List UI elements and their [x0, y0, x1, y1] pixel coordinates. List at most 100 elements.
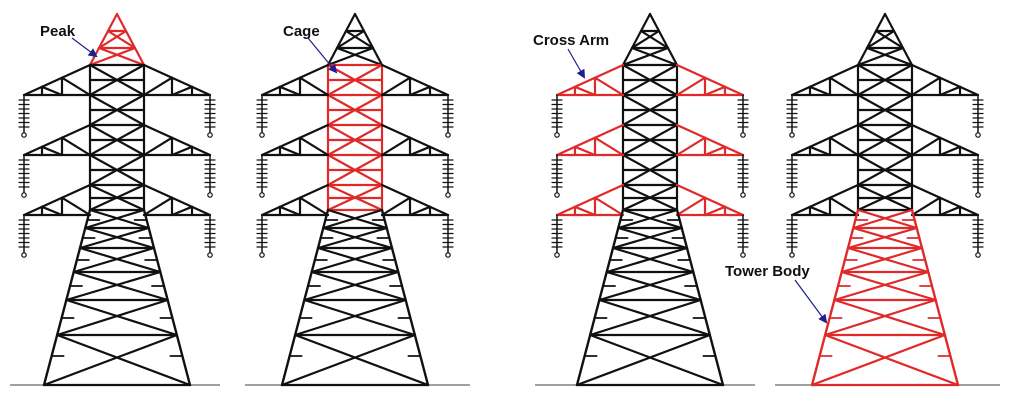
tower-body-leg	[910, 208, 960, 387]
peak-member	[326, 12, 357, 67]
tower-body-member	[78, 246, 162, 274]
conductor-clamp	[207, 252, 213, 258]
cross-arm-member	[60, 76, 92, 97]
cross-arm-member	[938, 145, 962, 157]
peak-member	[621, 12, 652, 67]
cage-member	[856, 123, 914, 157]
peak-member	[856, 46, 905, 67]
tower-body-member	[72, 270, 169, 302]
cross-arm-member	[380, 76, 412, 97]
cross-arm-member	[298, 76, 330, 97]
cross-arm-member	[408, 85, 432, 97]
conductor-clamp	[789, 192, 795, 198]
conductor-clamp	[21, 192, 27, 198]
cage-member	[88, 183, 146, 212]
cross-arm-member	[593, 196, 625, 217]
tower-body-member	[833, 298, 946, 337]
tower-body-panel	[786, 12, 984, 387]
tower-body-member	[621, 208, 683, 230]
cross-arm-member	[408, 145, 432, 157]
cage-arrow	[307, 37, 338, 74]
cross-arm-member	[142, 123, 212, 157]
tower-body-member	[575, 333, 711, 387]
conductor-clamp	[445, 192, 451, 198]
cross-arm-member	[278, 85, 302, 97]
cross-arm-member	[60, 136, 92, 157]
cross-arm-member	[808, 85, 832, 97]
cage-member	[326, 183, 384, 212]
tower-body-member	[852, 226, 924, 250]
peak-member	[335, 29, 366, 50]
cage-member	[621, 123, 679, 157]
tower-body-member	[322, 226, 394, 250]
tower-body-member	[589, 298, 702, 337]
tower-body-member	[42, 333, 178, 387]
cage-member	[621, 93, 679, 127]
tower-body-member	[72, 246, 156, 274]
tower-body-member	[65, 298, 178, 337]
peak-member	[856, 12, 887, 67]
tower-body-member	[316, 246, 400, 274]
cross-arm-member	[555, 123, 625, 157]
cross-arm-member	[703, 145, 727, 157]
cross-arm-member	[142, 183, 212, 217]
cross-arm-member	[808, 205, 832, 217]
cross-arm-member	[675, 183, 745, 217]
cross-arm-member	[142, 196, 174, 217]
conductor-clamp	[259, 252, 265, 258]
cross-arm-member	[380, 196, 412, 217]
peak-member	[97, 46, 146, 67]
cage-member	[326, 123, 384, 157]
cross-arm-member	[938, 85, 962, 97]
cross-arm-member	[790, 123, 860, 157]
cross-arm-member	[22, 63, 92, 97]
conductor-clamp	[554, 192, 560, 198]
cross-arm-member	[142, 76, 174, 97]
conductor-clamp	[21, 252, 27, 258]
cross-arm-member	[380, 123, 450, 157]
cross-arm-member	[260, 63, 330, 97]
conductor-clamp	[740, 192, 746, 198]
crossarm-label: Cross Arm	[533, 32, 609, 49]
tower-cage-panel	[256, 12, 454, 387]
cross-arm-member	[828, 196, 860, 217]
cross-arm-member	[790, 63, 860, 97]
tower-body-member	[617, 226, 689, 250]
cross-arm-member	[170, 85, 194, 97]
cross-arm-member	[22, 123, 92, 157]
tower-body-member	[840, 270, 937, 302]
cross-arm-member	[675, 136, 707, 157]
conductor-clamp	[740, 252, 746, 258]
conductor-clamp	[789, 252, 795, 258]
tower-body-member	[88, 208, 150, 230]
cross-arm-member	[22, 183, 92, 217]
cage-member	[326, 93, 384, 127]
cross-arm-member	[260, 183, 330, 217]
conductor-clamp	[554, 252, 560, 258]
tower-body-member	[294, 333, 430, 387]
peak-member	[621, 46, 670, 67]
cage-member	[88, 153, 146, 187]
crossarm-arrow	[567, 48, 585, 79]
tower-peak-panel	[18, 12, 216, 387]
tower-body-leg	[380, 208, 430, 387]
conductor-clamp	[740, 132, 746, 138]
tower-body-member	[56, 298, 169, 337]
tower-body-member	[852, 208, 914, 230]
cross-arm-member	[298, 196, 330, 217]
conductor-clamp	[975, 192, 981, 198]
cross-arm-member	[555, 183, 625, 217]
cross-arm-member	[380, 183, 450, 217]
tower-body-leg	[675, 208, 725, 387]
tower-body-member	[310, 270, 407, 302]
cage-member	[88, 63, 146, 97]
peak-member	[639, 29, 670, 50]
tower-body-member	[322, 208, 384, 230]
tower-body-member	[84, 208, 146, 230]
cross-arm-member	[40, 205, 64, 217]
tower-body-leg	[280, 208, 330, 387]
peak-member	[335, 46, 384, 67]
peak-member	[630, 46, 679, 67]
cross-arm-member	[808, 145, 832, 157]
tower-body-member	[65, 270, 162, 302]
